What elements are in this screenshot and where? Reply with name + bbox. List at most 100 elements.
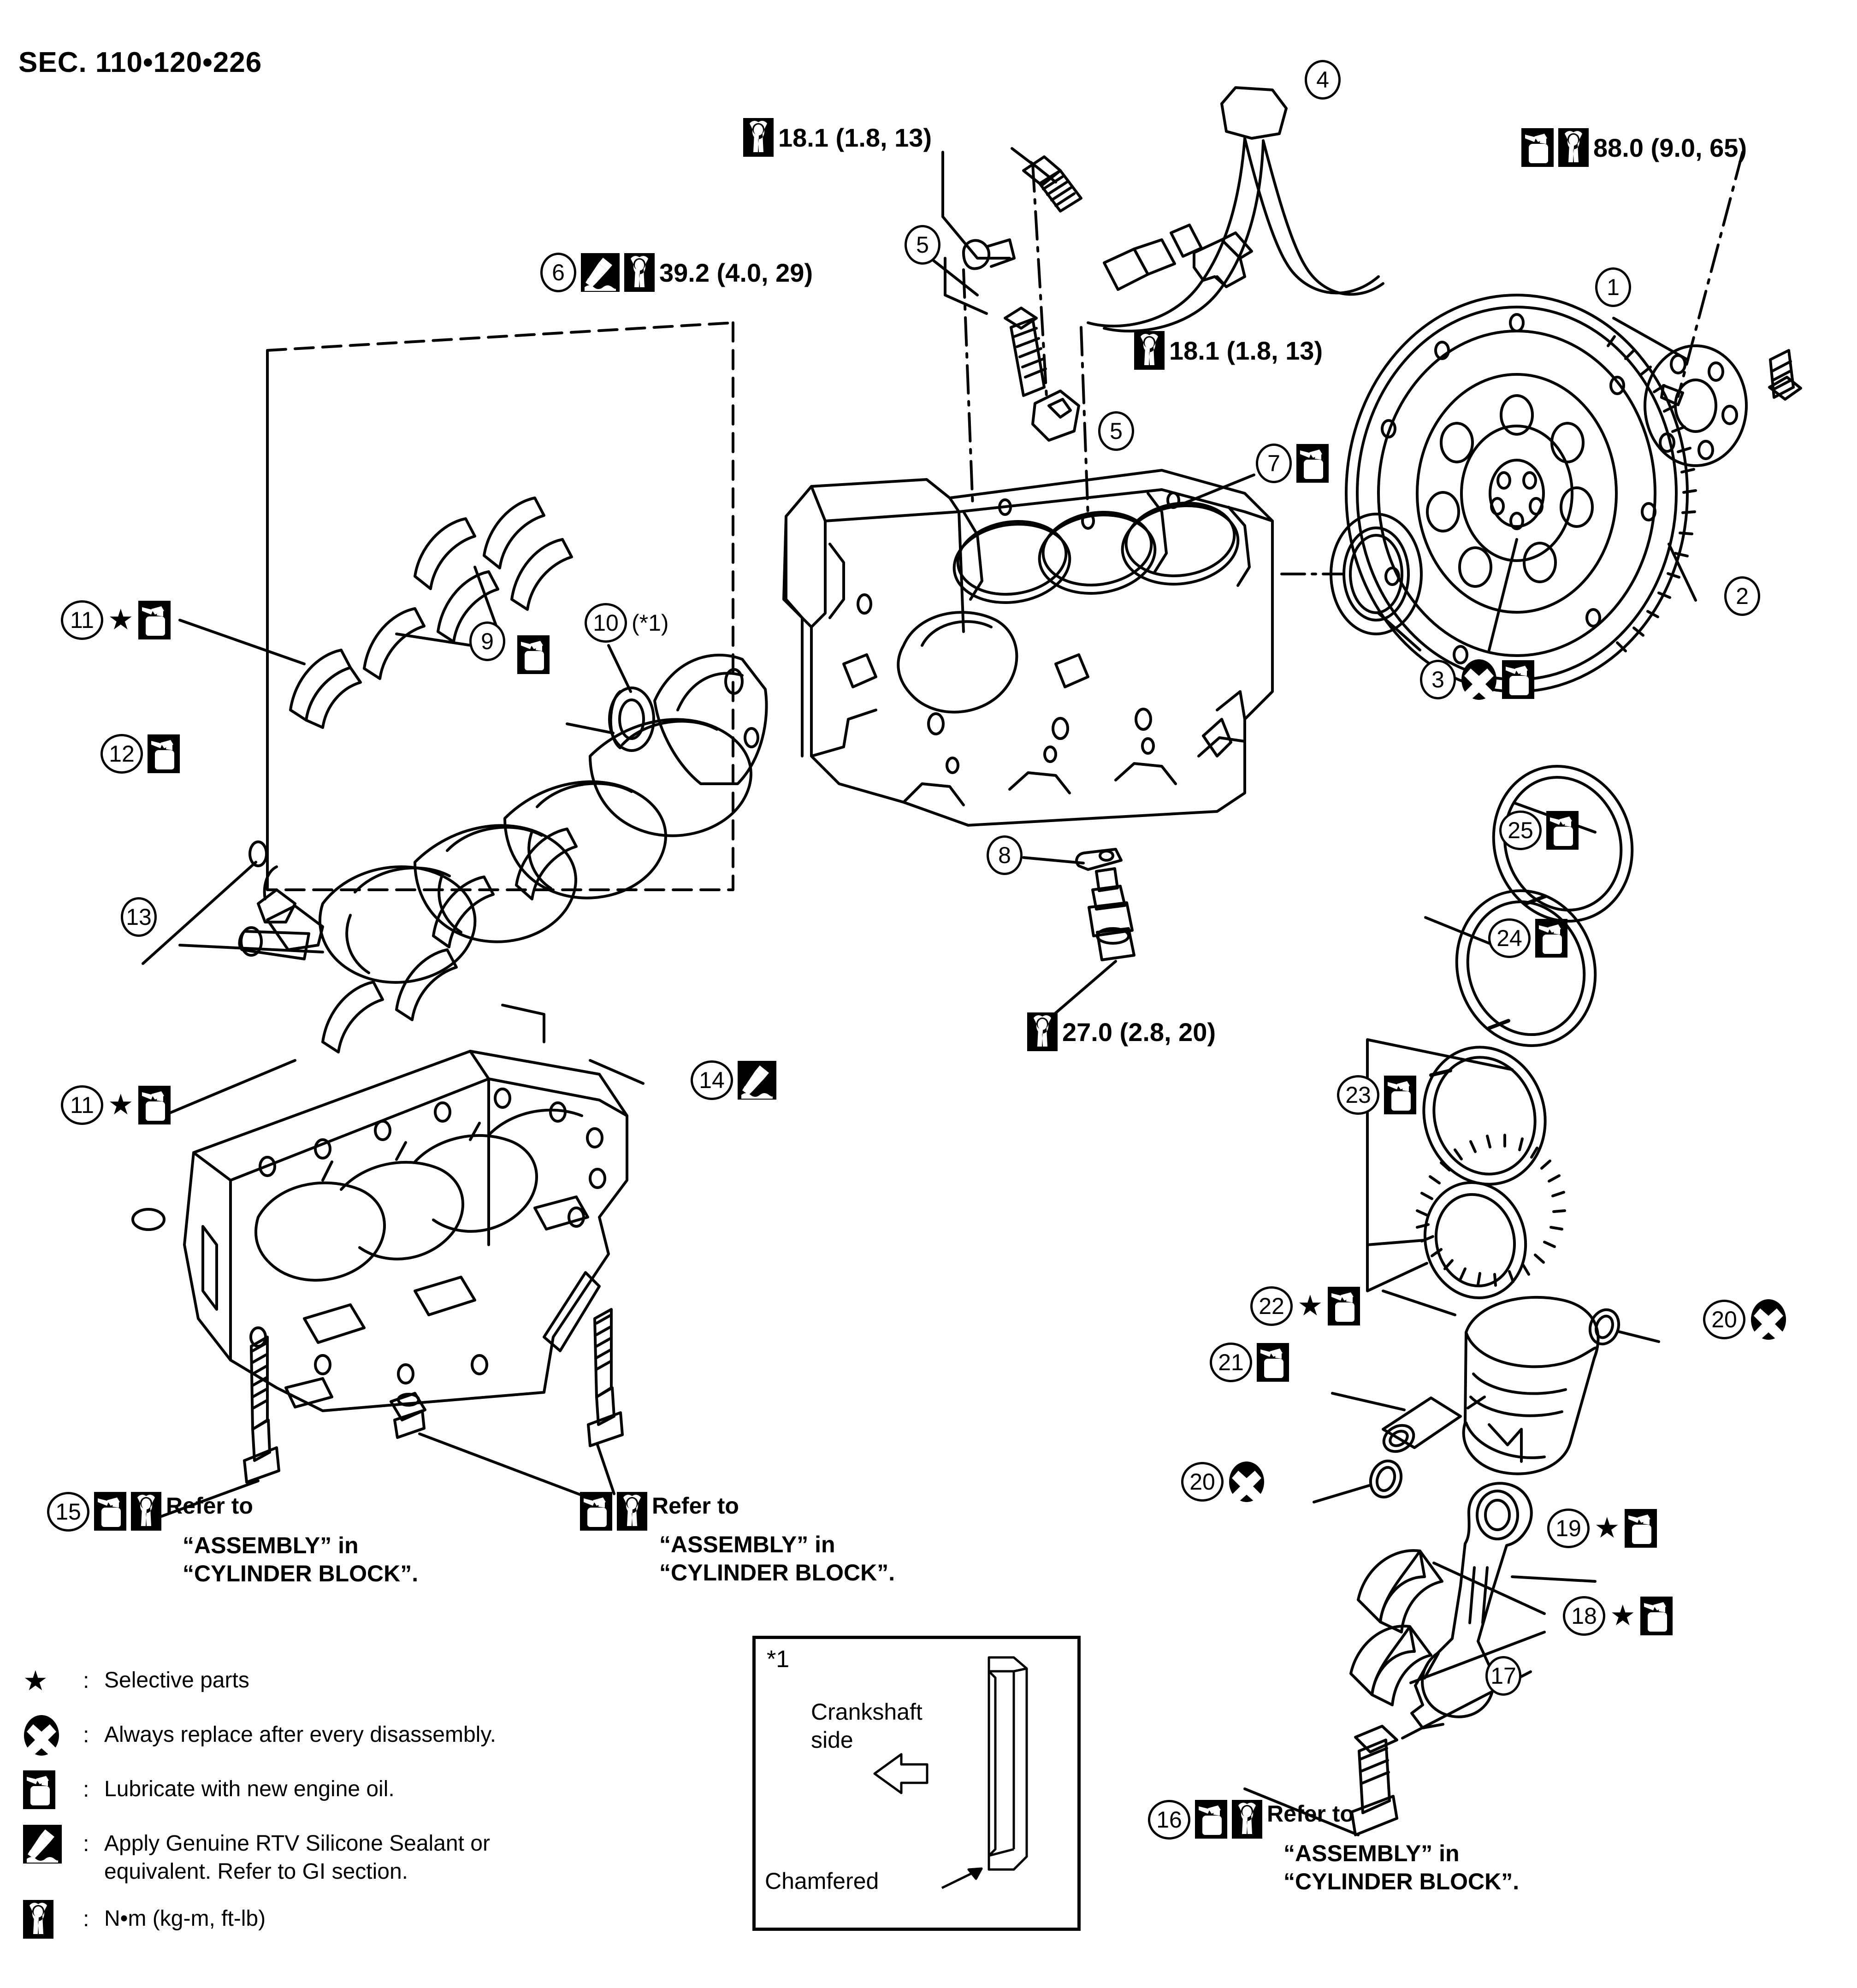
wrench-icon (1232, 1800, 1262, 1839)
torque-value: 88.0 (9.0, 65) (1593, 133, 1747, 162)
callout-bubble-5-lower[interactable]: 5 (1098, 411, 1134, 451)
callout-bubble-8[interactable]: 8 (987, 835, 1023, 875)
callout-bubble-2[interactable]: 2 (1724, 576, 1760, 616)
callout-bubble-9-circle[interactable]: 9 (469, 621, 505, 661)
callout-bubble-21[interactable]: 21 (1210, 1343, 1252, 1382)
torque-value: 18.1 (1.8, 13) (778, 123, 932, 152)
oil-can-icon (1640, 1597, 1673, 1635)
replace-x-icon (1228, 1461, 1265, 1503)
replace-x-icon (23, 1714, 60, 1757)
legend-text: Always replace after every disassembly. (104, 1722, 497, 1747)
refer-line-2: “ASSEMBLY” in (183, 1532, 359, 1558)
refer-block-middle: Refer to “ASSEMBLY” in “CYLINDER BLOCK”. (580, 1492, 895, 1587)
replace-x-icon (1461, 658, 1497, 701)
legend-item-torque-unit: : N•m (kg-m, ft-lb) (23, 1898, 496, 1941)
star-icon: ★ (23, 1665, 48, 1696)
callout-bubble-4[interactable]: 4 (1305, 60, 1341, 100)
callout-12: 12 (101, 734, 180, 774)
refer-line-3: “CYLINDER BLOCK”. (183, 1561, 419, 1586)
oil-can-icon (1546, 811, 1579, 850)
callout-7: 7 (1256, 444, 1329, 483)
legend-colon: : (83, 1906, 89, 1931)
callout-20-upper: 20 (1703, 1298, 1787, 1341)
callout-bubble-6[interactable]: 6 (540, 253, 576, 292)
inset-label-chamfered: Chamfered (765, 1868, 879, 1894)
callout-bubble-12[interactable]: 12 (101, 734, 143, 774)
wrench-icon (624, 253, 655, 292)
wrench-icon (1134, 331, 1165, 370)
callout-bubble-17[interactable]: 17 (1485, 1656, 1521, 1696)
oil-can-icon (138, 1086, 171, 1124)
callout-bubble-24[interactable]: 24 (1488, 918, 1531, 958)
callout-bubble-18[interactable]: 18 (1563, 1596, 1605, 1636)
refer-block-16: 16 Refer to “ASSEMBLY” in “CYLINDER BLOC… (1148, 1800, 1519, 1896)
callout-25: 25 (1499, 811, 1579, 850)
callout-bubble-16[interactable]: 16 (1148, 1800, 1190, 1840)
callout-bubble-20[interactable]: 20 (1181, 1462, 1224, 1502)
callout-23: 23 (1337, 1075, 1416, 1115)
callout-bubble-5-upper[interactable]: 5 (905, 225, 940, 265)
legend-text: N•m (kg-m, ft-lb) (104, 1906, 266, 1931)
legend-item-sealant: : Apply Genuine RTV Silicone Sealant or … (23, 1823, 496, 1886)
callout-bubble-1[interactable]: 1 (1595, 267, 1631, 307)
callout-bubble-7[interactable]: 7 (1256, 444, 1292, 483)
star-icon: ★ (1610, 1600, 1636, 1632)
refer-line-2: “ASSEMBLY” in (659, 1532, 835, 1557)
wrench-icon (617, 1492, 647, 1531)
oil-can-icon (1521, 128, 1554, 167)
oil-can-icon (580, 1492, 612, 1531)
oil-can-icon (94, 1492, 126, 1531)
sealant-icon (23, 1825, 62, 1864)
callout-bubble-20[interactable]: 20 (1703, 1300, 1745, 1339)
oil-can-icon (1502, 660, 1534, 699)
legend-item-selective: ★ : Selective parts (23, 1660, 496, 1702)
callout-21: 21 (1210, 1343, 1289, 1382)
legend-text: Lubricate with new engine oil. (104, 1777, 395, 1801)
star-icon: ★ (1594, 1512, 1620, 1544)
callout-22: 22 ★ (1250, 1286, 1360, 1326)
callout-bubble-15[interactable]: 15 (47, 1492, 89, 1532)
torque-value: 18.1 (1.8, 13) (1169, 336, 1323, 365)
callout-bubble-10[interactable]: 10 (585, 603, 627, 643)
callout-bubble-22[interactable]: 22 (1250, 1286, 1293, 1326)
refer-line-3: “CYLINDER BLOCK”. (659, 1560, 895, 1586)
wrench-icon (1558, 128, 1589, 167)
callout-bubble-19[interactable]: 19 (1547, 1509, 1590, 1548)
legend-colon: : (83, 1668, 89, 1693)
refer-line-1: Refer to (166, 1493, 253, 1519)
callout-bubble-3[interactable]: 3 (1420, 660, 1456, 699)
oil-can-icon (1384, 1076, 1416, 1114)
star-icon: ★ (108, 604, 134, 636)
callout-bubble-13[interactable]: 13 (121, 897, 157, 937)
callout-14: 14 (691, 1060, 776, 1100)
callout-bubble-11[interactable]: 11 (61, 600, 103, 640)
callout-bubble-23[interactable]: 23 (1337, 1075, 1379, 1115)
legend-colon: : (83, 1723, 89, 1747)
page-title: SEC. 110•120•226 (18, 47, 262, 78)
callout-11-lower: 11 ★ (61, 1085, 171, 1125)
inset-label-crankshaft-side: Crankshaft side (811, 1698, 923, 1754)
torque-value: 39.2 (4.0, 29) (659, 258, 813, 287)
oil-can-icon (1327, 1287, 1360, 1325)
star-icon: ★ (1297, 1290, 1323, 1322)
oil-can-icon (1535, 919, 1567, 958)
oil-can-icon (23, 1770, 55, 1809)
callout-20-lower: 20 (1181, 1461, 1265, 1503)
callout-bubble-14[interactable]: 14 (691, 1060, 733, 1100)
wrench-icon (743, 118, 774, 157)
footnote-ref-1: (*1) (632, 610, 669, 636)
torque-spec-18-1-mid: 18.1 (1.8, 13) (1134, 331, 1323, 370)
sealant-icon (581, 253, 620, 292)
oil-can-icon (1296, 444, 1329, 483)
torque-spec-18-1-top: 18.1 (1.8, 13) (743, 118, 932, 157)
torque-spec-39-2: 6 39.2 (4.0, 29) (540, 253, 813, 292)
callout-bubble-25[interactable]: 25 (1499, 811, 1542, 850)
torque-spec-27-0: 27.0 (2.8, 20) (1027, 1012, 1216, 1051)
refer-line-1: Refer to (652, 1493, 739, 1519)
inset-label-line2: side (811, 1727, 853, 1753)
oil-can-icon (1195, 1800, 1227, 1839)
oil-can-icon (1624, 1509, 1657, 1548)
legend: ★ : Selective parts : Always replace aft… (23, 1660, 496, 1952)
callout-bubble-11[interactable]: 11 (61, 1085, 103, 1125)
